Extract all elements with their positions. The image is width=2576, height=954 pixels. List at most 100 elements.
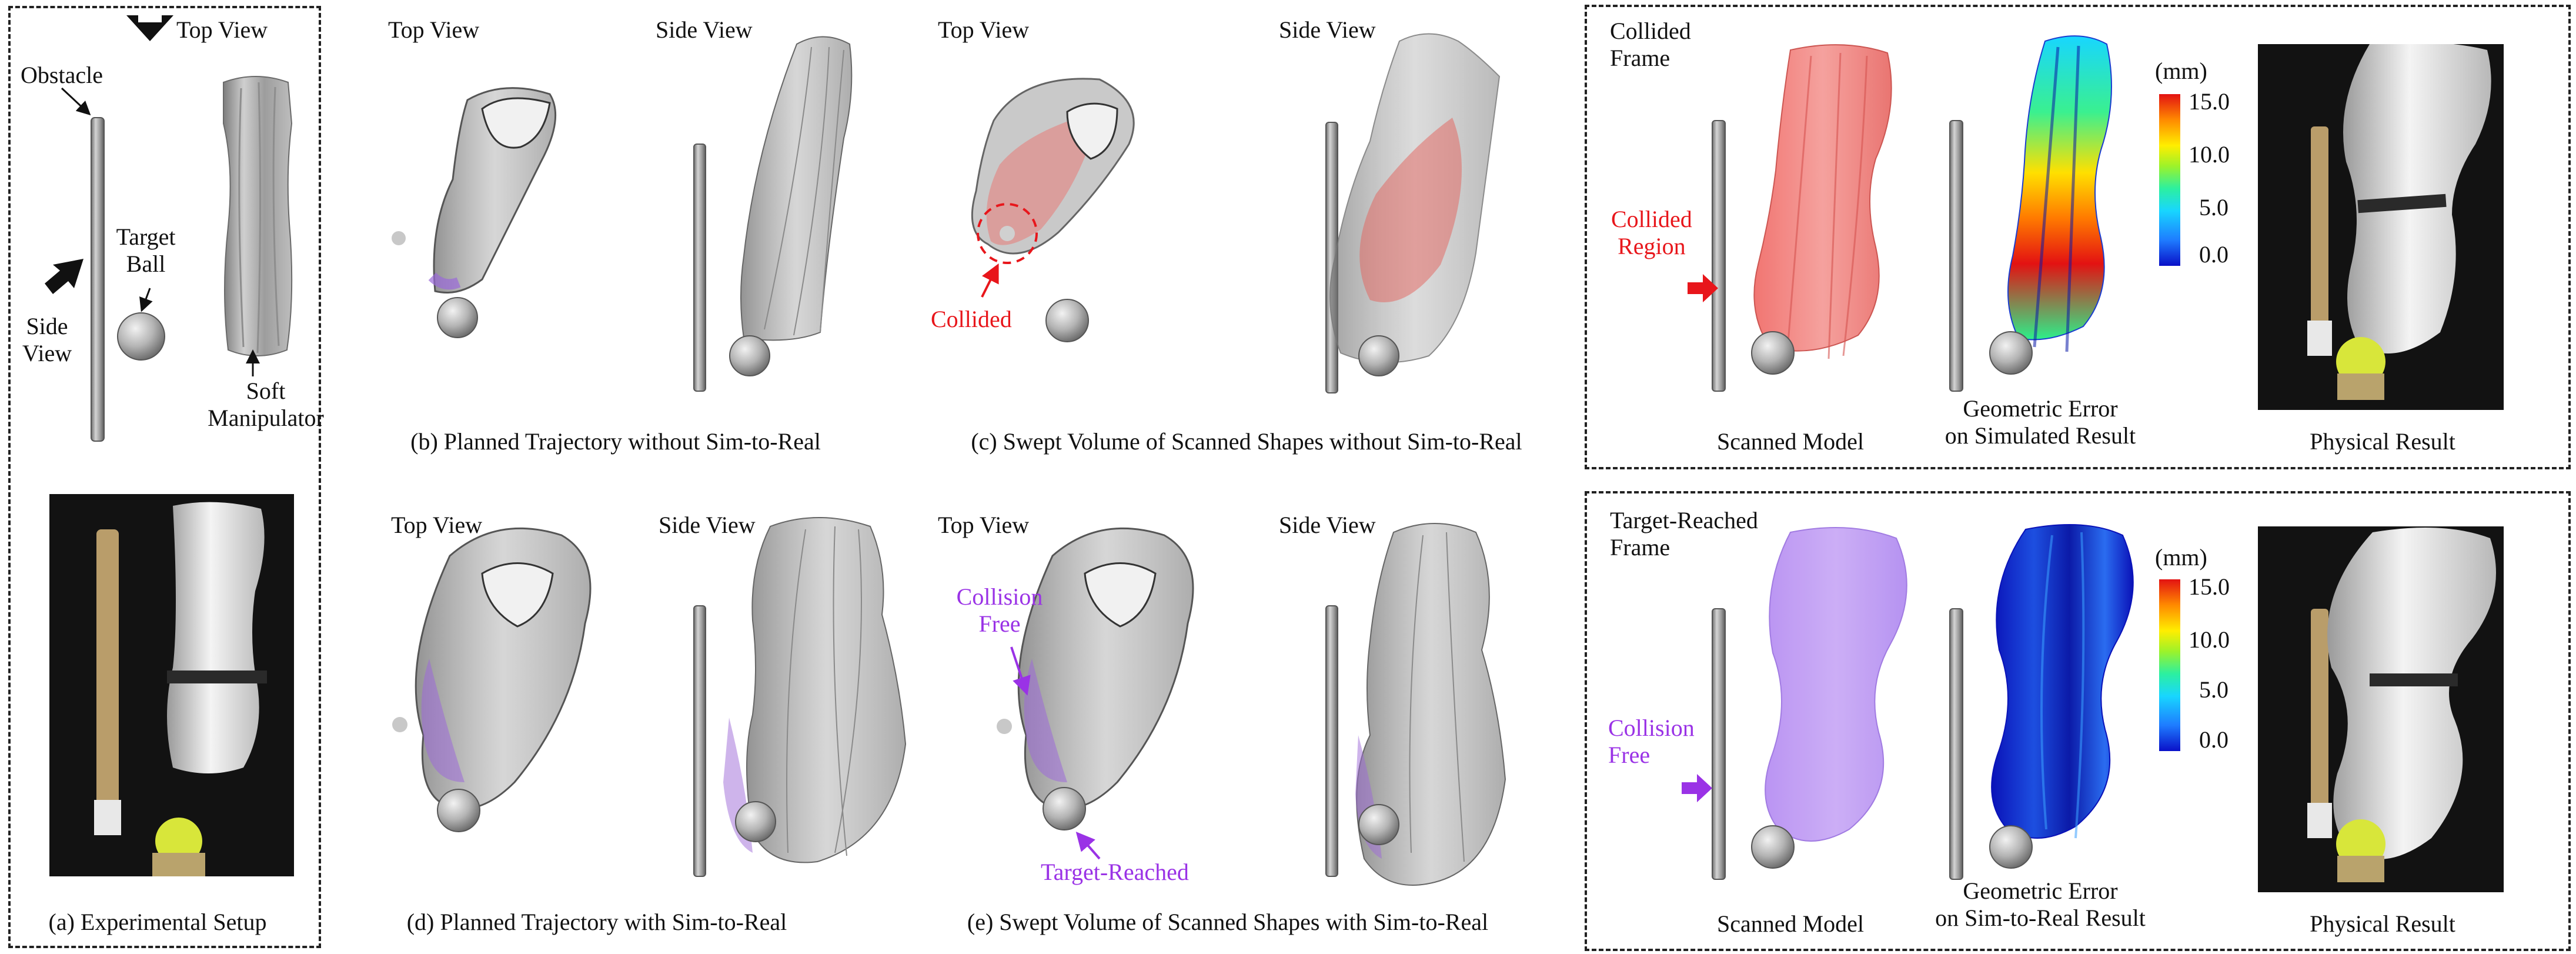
top-view-arrow-icon (126, 15, 173, 41)
tr-scanned-target (1751, 331, 1795, 375)
br-photo (2258, 526, 2504, 892)
tr-photo (2258, 44, 2504, 410)
tr-photo-drawing (2258, 44, 2504, 410)
tr-tick-0: 0.0 (2199, 241, 2228, 268)
e-top-view-target (1043, 787, 1086, 830)
d-side-view-rod (693, 605, 706, 877)
br-scanned-target (1751, 825, 1795, 869)
c-side-view-label: Side View (1279, 16, 1376, 43)
br-region-label: Collision Free (1608, 715, 1695, 768)
br-tick-15: 15.0 (2189, 573, 2230, 600)
d-side-view-target (735, 801, 776, 842)
b-top-view-label: Top View (388, 16, 480, 43)
side-view-arrow-icon (45, 259, 83, 294)
a-target-ball-label: Target Ball (116, 224, 176, 277)
c-side-view-target (1358, 335, 1399, 376)
e-caption: (e) Swept Volume of Scanned Shapes with … (967, 909, 1489, 935)
c-top-view-target (1045, 299, 1089, 342)
c-collided-label: Collided (931, 306, 1012, 332)
br-photo-drawing (2258, 526, 2504, 892)
br-error-rod (1949, 608, 1963, 880)
a-photo-drawing (49, 494, 294, 876)
panel-bottom-right-frame (1585, 491, 2571, 951)
target-ball-arrow (139, 288, 153, 312)
soft-manipulator-shape (223, 76, 293, 356)
tr-frame-label: Collided Frame (1610, 18, 1691, 71)
br-scanned-model-label: Scanned Model (1717, 910, 1864, 937)
tr-geo-error-label: Geometric Error on Simulated Result (1944, 395, 2136, 449)
a-top-view-label: Top View (176, 16, 268, 43)
panel-top-right-frame (1585, 5, 2571, 469)
tr-physical-result-label: Physical Result (2310, 428, 2455, 455)
br-colorbar (2159, 579, 2180, 751)
tr-tick-5: 5.0 (2199, 194, 2228, 221)
d-side-view-label: Side View (659, 512, 756, 538)
tr-colorbar (2159, 94, 2180, 266)
br-frame-label: Target-Reached Frame (1610, 507, 1758, 561)
tr-error-target (1989, 331, 2033, 375)
panel-c-graphics (971, 33, 1501, 393)
e-collision-free-label: Collision Free (956, 583, 1043, 637)
br-unit-label: (mm) (2155, 544, 2207, 571)
a-soft-manipulator-label: Soft Manipulator (208, 378, 324, 431)
d-top-view-label: Top View (391, 512, 483, 538)
br-tick-0: 0.0 (2199, 726, 2228, 753)
br-error-model (1991, 524, 2134, 839)
br-tick-10: 10.0 (2189, 626, 2230, 653)
a-photo (49, 494, 294, 876)
d-caption: (d) Planned Trajectory with Sim-to-Real (406, 909, 787, 935)
br-scanned-model (1765, 527, 1907, 842)
e-target-reached-label: Target-Reached (1041, 859, 1189, 885)
tr-collided-arrow-icon (1688, 274, 1718, 302)
c-collided-circle (977, 203, 1038, 264)
tr-scanned-rod (1712, 120, 1726, 392)
c-top-view-obstacle-dot (1000, 226, 1015, 241)
b-top-view-target (437, 297, 478, 338)
c-caption: (c) Swept Volume of Scanned Shapes witho… (971, 428, 1522, 455)
c-top-view-label: Top View (938, 16, 1030, 43)
e-target-reached-arrow (1075, 831, 1101, 860)
a-side-view-label: Side View (22, 313, 72, 366)
panel-a-frame (8, 6, 321, 948)
tr-scanned-model (1753, 44, 1892, 352)
tr-error-model (2007, 35, 2112, 341)
b-top-view-obstacle-dot (392, 231, 406, 245)
tr-scanned-model-label: Scanned Model (1717, 428, 1864, 455)
b-side-view-rod (693, 144, 706, 392)
tr-tick-15: 15.0 (2189, 88, 2230, 115)
d-top-view-obstacle-dot (392, 717, 407, 732)
tr-tick-10: 10.0 (2189, 141, 2230, 168)
tr-region-label: Collided Region (1611, 206, 1692, 259)
a-caption: (a) Experimental Setup (48, 909, 267, 935)
br-error-target (1989, 825, 2033, 869)
a-obstacle-label: Obstacle (21, 62, 103, 88)
bottom-right-graphics (1682, 524, 2180, 880)
obstacle-rod (91, 117, 105, 442)
e-side-view-label: Side View (1279, 512, 1376, 538)
panel-e-graphics (997, 523, 1506, 886)
b-caption: (b) Planned Trajectory without Sim-to-Re… (410, 428, 821, 455)
br-geo-error-label: Geometric Error on Sim-to-Real Result (1935, 878, 2146, 931)
tr-unit-label: (mm) (2155, 58, 2207, 84)
b-side-view-sweep (740, 36, 853, 341)
e-side-view-sweep (1356, 523, 1506, 886)
e-side-view-rod (1325, 605, 1338, 877)
b-side-view-target (729, 335, 770, 376)
br-physical-result-label: Physical Result (2310, 910, 2455, 937)
panel-d-graphics (392, 517, 907, 877)
e-side-view-target (1358, 804, 1399, 845)
b-side-view-label: Side View (656, 16, 753, 43)
br-tick-5: 5.0 (2199, 676, 2228, 703)
br-collision-free-arrow-icon (1682, 774, 1712, 802)
br-scanned-rod (1712, 608, 1726, 880)
d-top-view-target (437, 789, 480, 832)
obstacle-arrow (61, 87, 91, 116)
e-collision-free-arrow (1010, 646, 1031, 696)
e-top-view-label: Top View (938, 512, 1030, 538)
e-top-view-obstacle-dot (997, 719, 1012, 734)
tr-error-rod (1949, 120, 1963, 392)
panel-a-graphics (45, 15, 293, 442)
panel-b-graphics (392, 36, 853, 392)
top-right-graphics (1688, 35, 2180, 392)
